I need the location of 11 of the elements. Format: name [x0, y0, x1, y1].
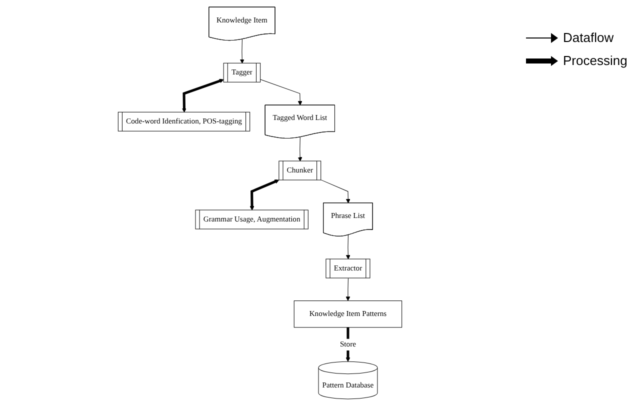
arrow	[346, 277, 350, 300]
arrow	[182, 78, 224, 112]
legend-label: Dataflow	[563, 30, 614, 45]
arrow	[346, 326, 350, 362]
arrow	[260, 78, 302, 105]
legend-label: Processing	[563, 53, 628, 68]
arrow	[346, 234, 350, 259]
arrow	[250, 179, 280, 210]
arrow	[298, 136, 302, 161]
arrow	[320, 179, 350, 203]
arrow	[240, 38, 244, 64]
